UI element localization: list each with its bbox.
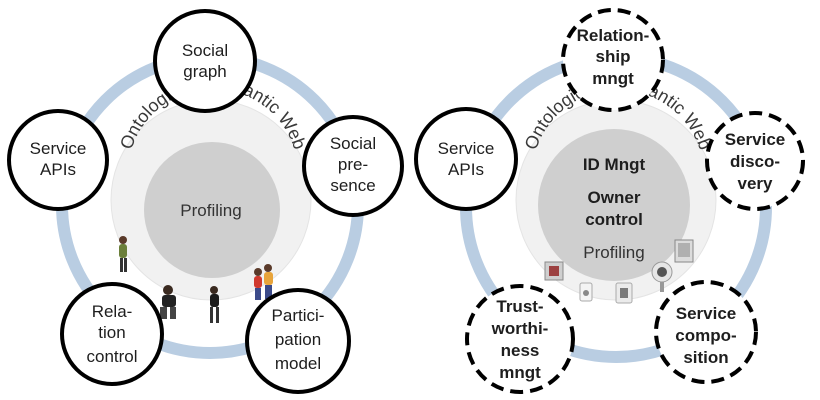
node-label-line: compo- [675,326,736,345]
node-label-line: very [738,174,774,193]
right-core [538,129,690,281]
node-label-line: APIs [448,160,484,179]
node-label-line: Partici- [272,306,325,325]
node-label-line: control [86,347,137,366]
node-label-line: Service [676,304,737,323]
left-diagram: Ontologies - Semantic Web Profiling Soci… [7,9,404,394]
person-icon [119,236,127,272]
service-apis-node[interactable]: Service APIs [7,109,109,211]
node-label-line: Trust- [496,297,543,316]
service-discovery-node[interactable]: Service disco- very [705,111,805,211]
node-label-line: Social [182,41,228,60]
node-label-line: ship [596,47,631,66]
trustworthiness-mngt-node[interactable]: Trust- worthi- ness mngt [465,284,575,394]
right-core-profiling: Profiling [583,243,644,262]
device-icon [579,282,593,302]
node-label-line: mngt [592,69,634,88]
device-icon [651,261,673,292]
right-core-id-mngt: ID Mngt [583,155,646,174]
service-composition-node[interactable]: Service compo- sition [654,280,758,384]
participation-model-node[interactable]: Partici- pation model [245,288,351,394]
service-apis-node[interactable]: Service APIs [414,107,518,211]
right-core-owner: Owner [588,188,641,207]
node-label-line: mngt [499,363,541,382]
node-label-line: worthi- [491,319,549,338]
right-diagram: Ontologies - Semantic Web ID Mngt Owner … [414,8,805,394]
node-label-line: tion [98,323,125,342]
node-label-line: Rela- [92,302,133,321]
node-label-line: ness [501,341,540,360]
left-core-label: Profiling [180,201,241,220]
node-label-line: APIs [40,160,76,179]
node-label-line: model [275,354,321,373]
left-core [144,142,280,278]
social-presence-node[interactable]: Social pre- sence [302,115,404,217]
node-label-line: pation [275,330,321,349]
social-graph-node[interactable]: Social graph [153,9,257,113]
relationship-mngt-node[interactable]: Relation- ship mngt [561,8,665,112]
node-label-line: Service [30,139,87,158]
person-icon [160,285,176,319]
person-icon [210,286,219,323]
node-label-line: disco- [730,152,780,171]
node-label-line: sition [683,348,728,367]
node-label-line: sence [330,176,375,195]
person-icon [254,264,273,300]
node-label-line: Social [330,134,376,153]
node-label-line: Service [438,139,495,158]
device-icon [544,261,564,281]
device-icon [674,239,694,263]
node-label-line: Service [725,130,786,149]
node-label-line: pre- [338,155,368,174]
relation-control-node[interactable]: Rela- tion control [60,282,164,386]
right-core-control: control [585,210,643,229]
node-label-line: graph [183,62,226,81]
node-label-line: Relation- [577,26,650,45]
device-icon [615,282,633,304]
